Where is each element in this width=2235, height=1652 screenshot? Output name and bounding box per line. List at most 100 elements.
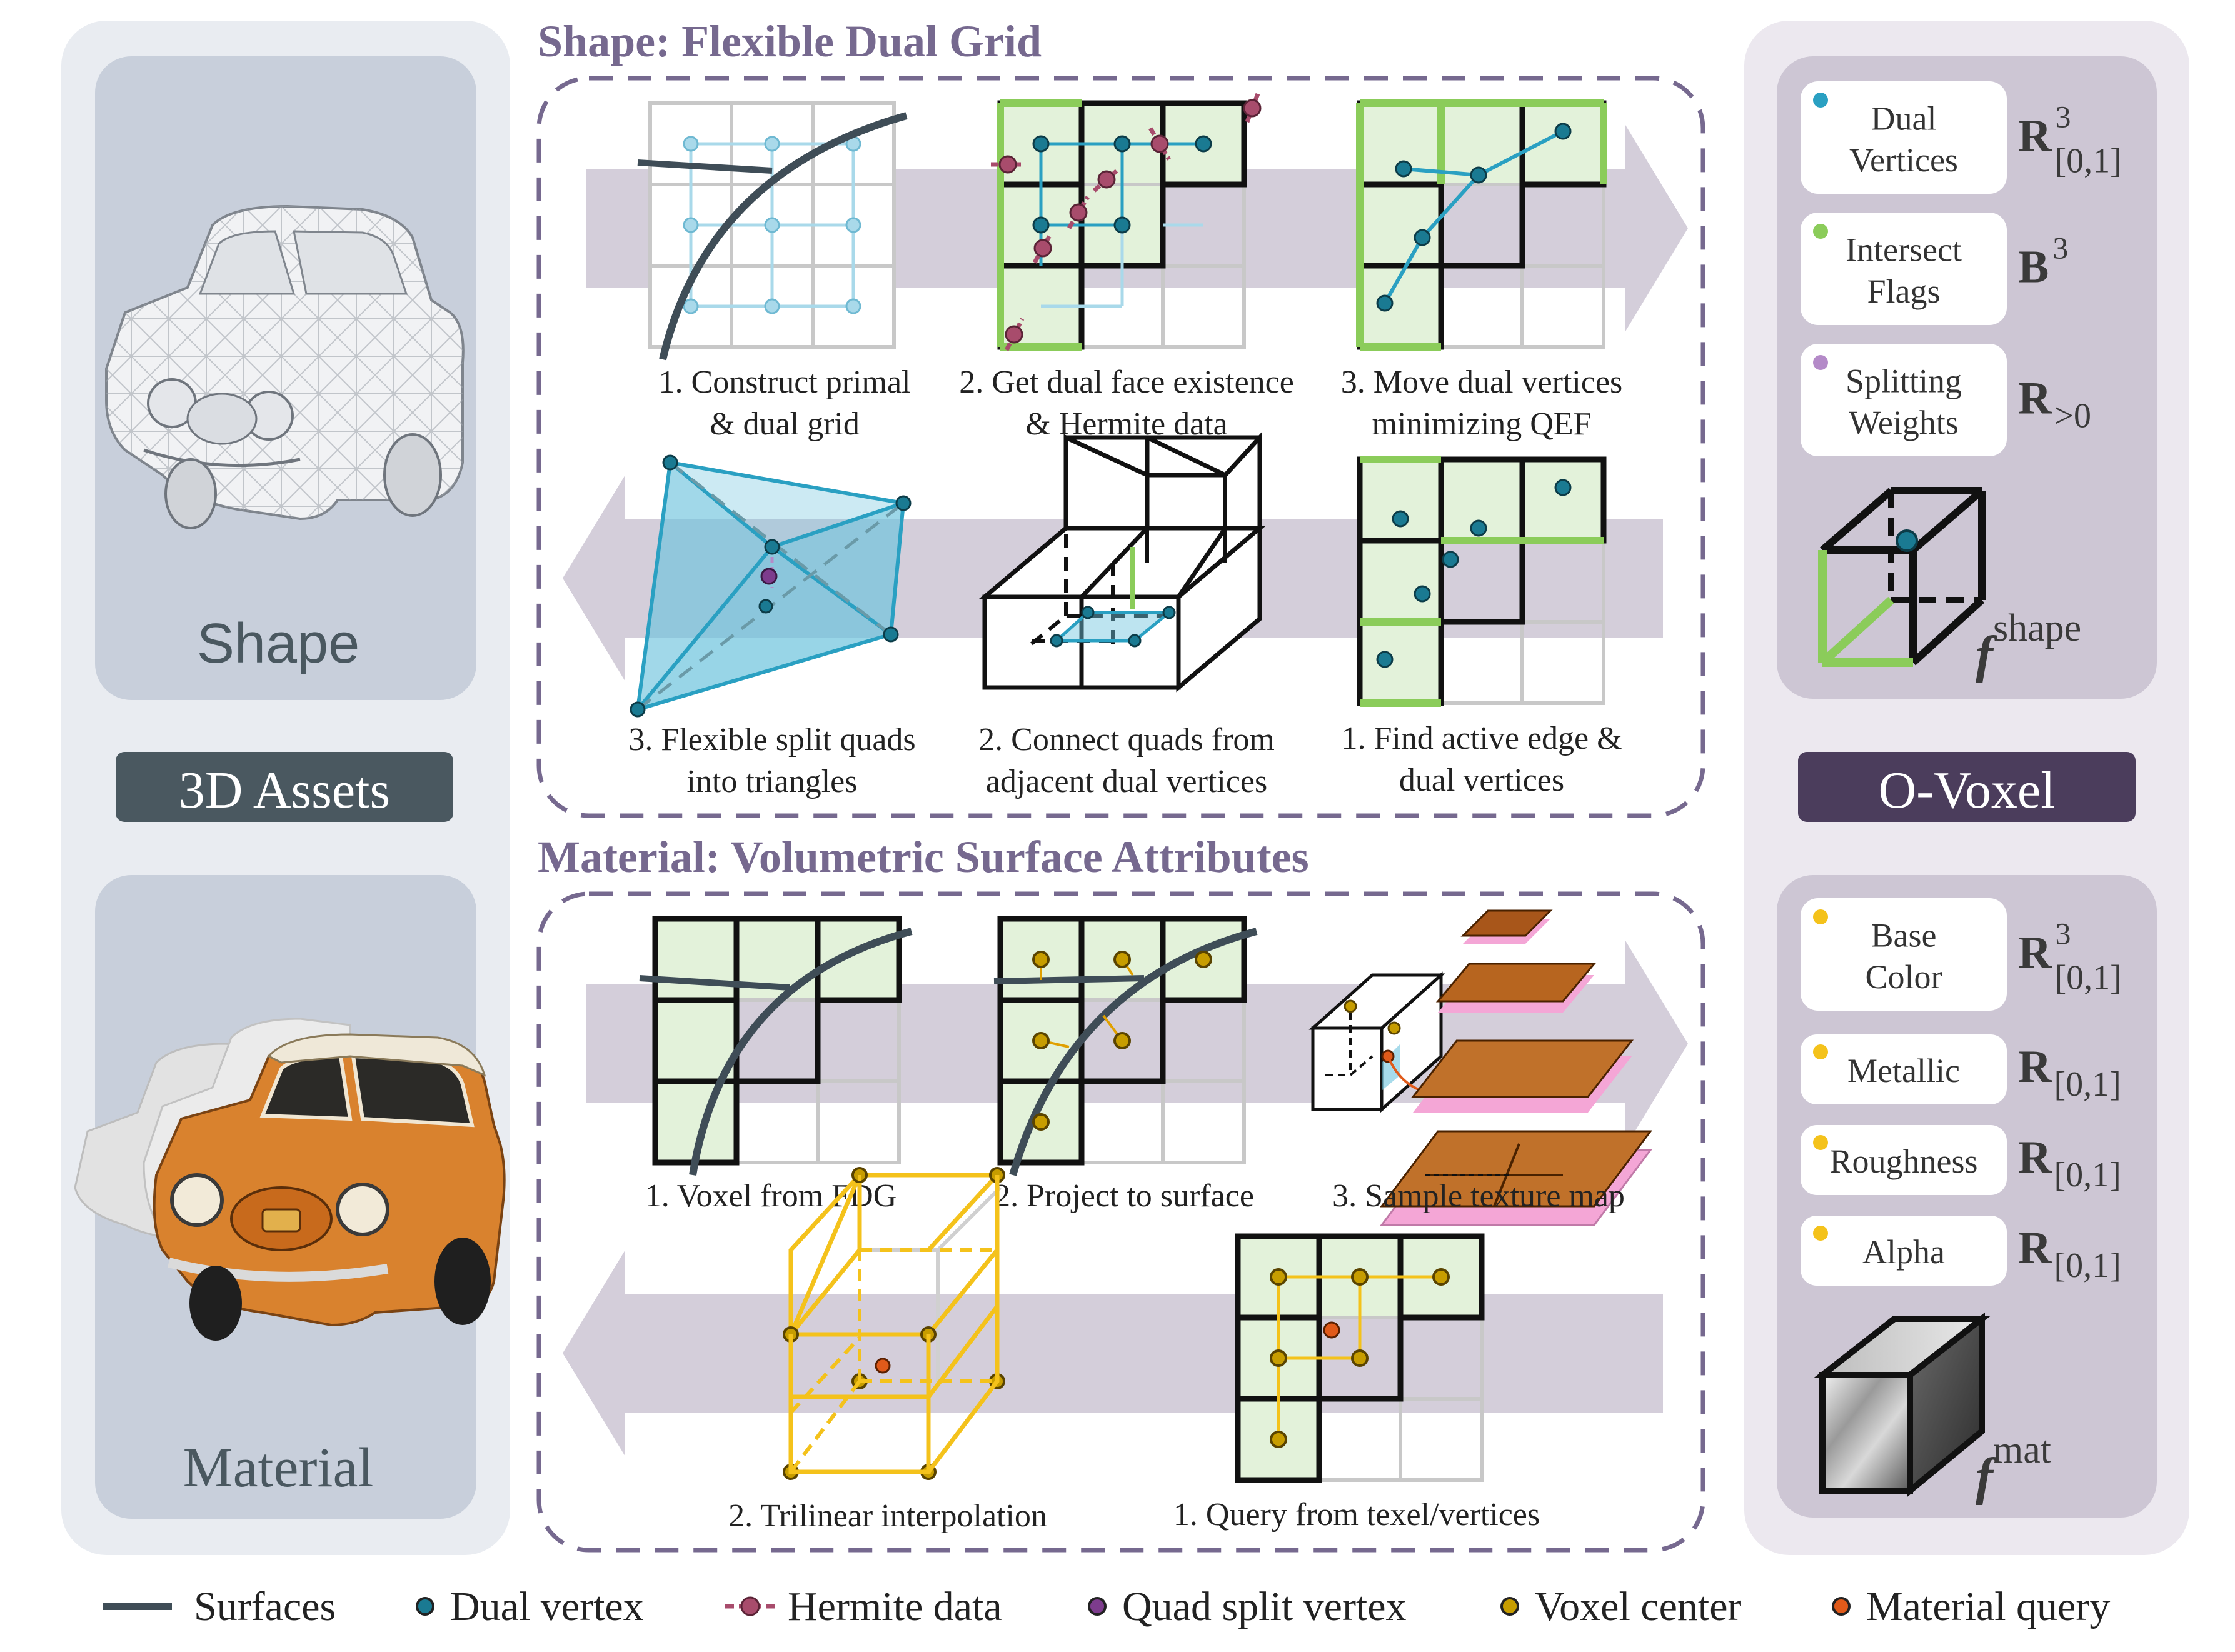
material-section-title: Material: Volumetric Surface Attributes <box>538 832 1309 882</box>
legend-label: Dual vertex <box>450 1584 644 1629</box>
attr-domain: R>0 <box>2018 373 2091 436</box>
trilinear-figure <box>783 1167 1005 1480</box>
attr-box <box>1801 1034 2007 1104</box>
legend-item-4: Voxel center <box>1500 1584 1742 1629</box>
legend-item-3: Quad split vertex <box>1088 1584 1407 1629</box>
attr-domain: R[0,1] <box>2018 1223 2121 1285</box>
step-connect-quads: 2. Connect quads from <box>978 722 1275 758</box>
query-texel-figure <box>1235 1233 1485 1483</box>
ovoxel-label-bg <box>1798 752 2136 822</box>
shape-section-title: Shape: Flexible Dual Grid <box>538 16 1042 66</box>
shape-asset-label: Shape <box>197 613 359 675</box>
step-qef-2: minimizing QEF <box>1372 406 1592 442</box>
attr-box <box>1801 1125 2007 1195</box>
attr-name: Splitting <box>1846 362 1962 399</box>
legend-item-2: Hermite data <box>725 1584 1002 1629</box>
attr-box <box>1801 213 2007 325</box>
voxel-fdg-figure <box>639 916 913 1176</box>
attr-box <box>1801 1216 2007 1286</box>
assets-label-bg <box>116 752 453 822</box>
legend-label: Voxel center <box>1535 1584 1742 1629</box>
legend-label: Surfaces <box>194 1584 336 1629</box>
primal-dual-grid-figure <box>637 101 908 361</box>
attr-name-2: Color <box>1865 958 1942 996</box>
attr-dot-icon <box>1813 1226 1828 1241</box>
legend-dot-icon <box>416 1597 434 1616</box>
wireframe-car-icon <box>105 204 465 529</box>
surface-curve <box>659 112 908 361</box>
legend-label: Hermite data <box>788 1584 1002 1629</box>
legend-label: Quad split vertex <box>1122 1584 1407 1629</box>
attr-domain: R[0,1] <box>2018 1132 2121 1194</box>
attr-name: Dual <box>1871 99 1937 137</box>
active-edge-figure <box>1357 456 1607 707</box>
f-mat-label: fmat <box>1976 1429 2051 1506</box>
legend-dot-icon <box>1500 1597 1519 1616</box>
legend-dot-icon <box>1832 1597 1851 1616</box>
mat-attr-3: Alpha R[0,1] <box>1801 1216 2121 1286</box>
material-section-border <box>536 891 1705 1553</box>
assets-label: 3D Assets <box>179 761 390 819</box>
attr-box <box>1801 81 2007 194</box>
attr-name: Alpha <box>1862 1233 1945 1271</box>
step-active-edge-2: dual vertices <box>1399 763 1564 798</box>
legend-item-0: Surfaces <box>103 1584 336 1629</box>
attr-name-2: Vertices <box>1849 141 1958 179</box>
attr-dot-icon <box>1813 1135 1828 1150</box>
qef-figure <box>1356 99 1607 351</box>
legend-item-5: Material query <box>1832 1584 2110 1629</box>
attr-dot-icon <box>1813 1044 1828 1059</box>
attr-dot-icon <box>1813 909 1828 924</box>
attr-dot-icon <box>1813 93 1828 108</box>
legend-item-1: Dual vertex <box>416 1584 644 1629</box>
material-asset-label: Material <box>183 1437 374 1499</box>
step-project-surface: 2. Project to surface <box>994 1178 1254 1214</box>
step-connect-quads-2: adjacent dual vertices <box>986 764 1267 799</box>
step-construct-grid-2: & dual grid <box>710 406 860 442</box>
legend-label: Material query <box>1866 1584 2110 1629</box>
attr-box <box>1801 898 2007 1011</box>
left-panel: Shape 3D Assets Material <box>61 21 510 1555</box>
shape-feature-cube <box>1818 487 1986 667</box>
quad-split-vertex-icon <box>760 568 778 585</box>
shape-section: Shape: Flexible Dual Grid 1. Construct p… <box>536 16 1705 818</box>
hermite-dot-icon <box>740 1596 760 1616</box>
project-surface-figure <box>993 916 1258 1176</box>
step-query-texel: 1. Query from texel/vertices <box>1173 1497 1540 1533</box>
material-feature-cube <box>1813 1312 1991 1498</box>
connect-quads-figure <box>978 432 1266 693</box>
step-trilinear: 2. Trilinear interpolation <box>728 1498 1047 1534</box>
step-split-quads: 3. Flexible split quads <box>628 722 915 758</box>
dual-vertex-icon <box>1896 529 1918 552</box>
step-active-edge: 1. Find active edge & <box>1341 721 1622 756</box>
material-section: Material: Volumetric Surface Attributes … <box>536 832 1705 1553</box>
attr-name: Base <box>1871 916 1937 954</box>
split-triangles-figure <box>630 454 912 718</box>
attr-dot-icon <box>1813 224 1828 239</box>
step-sample-texture: 3. Sample texture map <box>1332 1178 1625 1214</box>
attr-name: Intersect <box>1846 231 1962 268</box>
material-backward-arrow <box>563 1250 1663 1456</box>
legend: Surfaces Dual vertex Hermite data Quad spli… <box>103 1584 2110 1629</box>
hermite-data-figure <box>991 93 1262 351</box>
step-qef: 3. Move dual vertices <box>1341 364 1623 400</box>
attr-dot-icon <box>1813 355 1828 370</box>
ovoxel-label: O-Voxel <box>1878 761 2055 819</box>
material-query-icon <box>875 1358 891 1374</box>
attr-name-2: Weights <box>1849 404 1959 441</box>
step-hermite: 2. Get dual face existence <box>959 364 1294 400</box>
legend-dot-icon <box>1088 1597 1107 1616</box>
